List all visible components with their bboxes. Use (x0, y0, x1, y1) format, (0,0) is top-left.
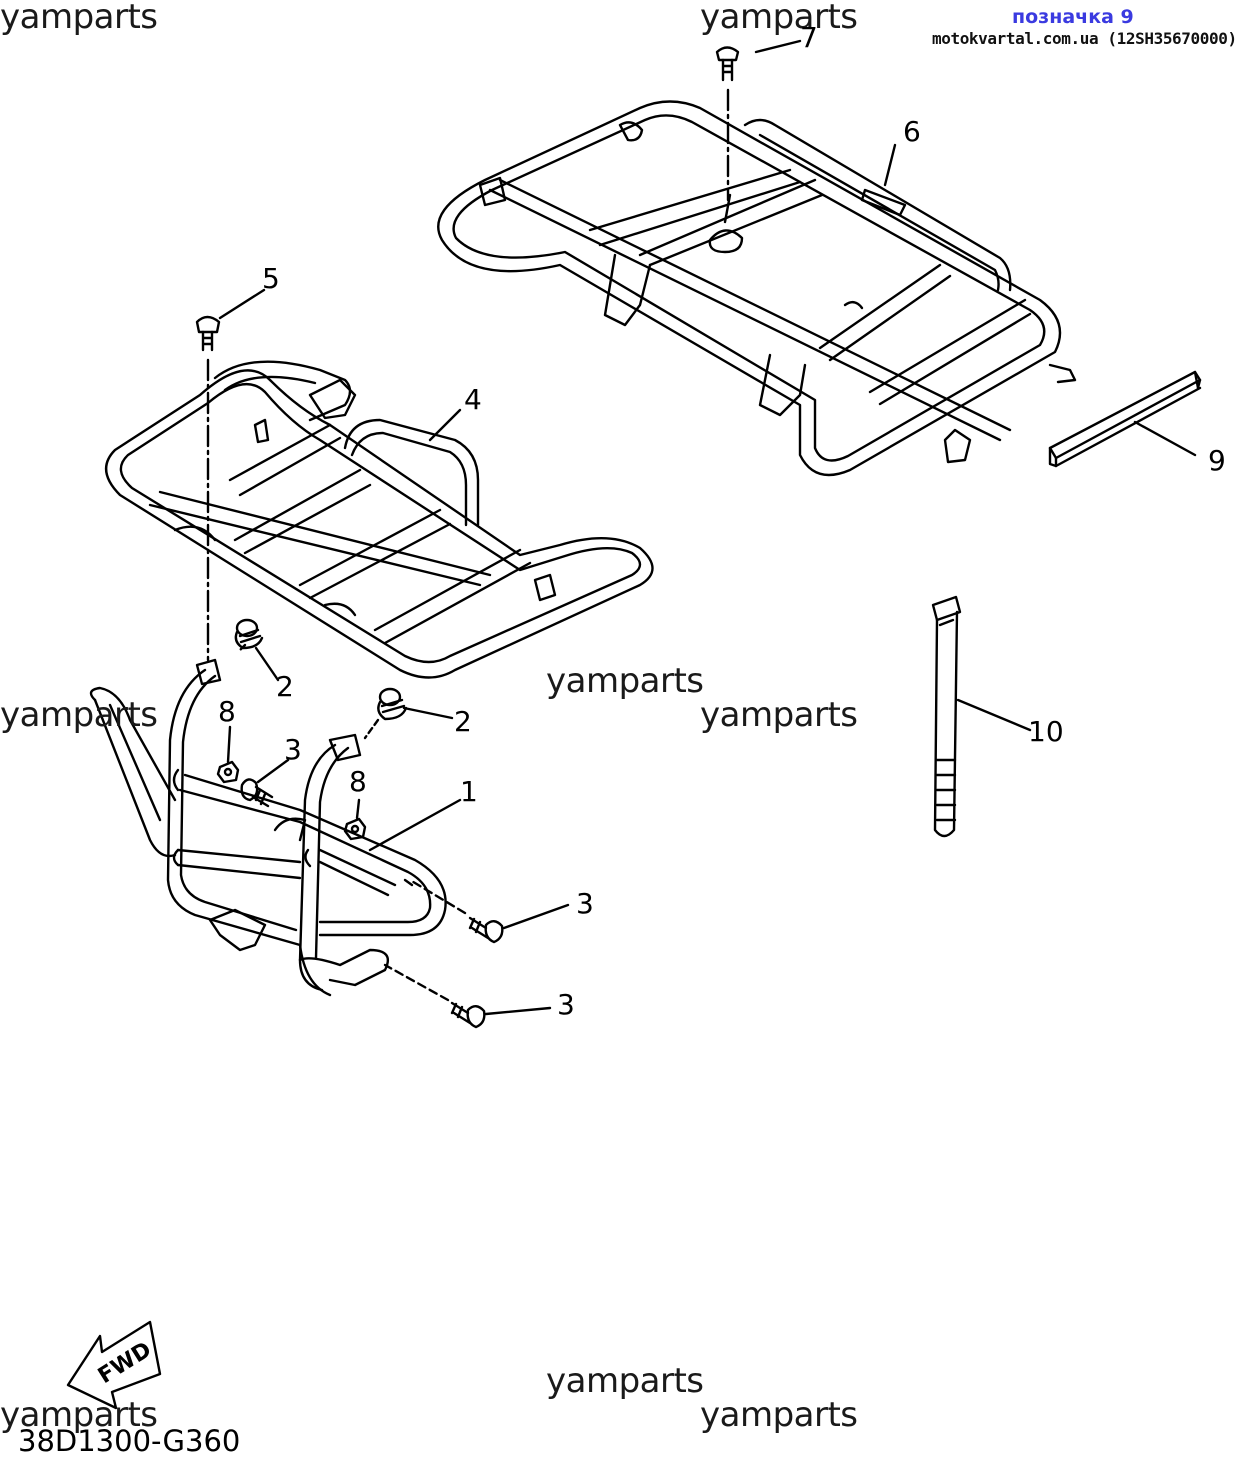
watermark: yamparts (700, 1395, 858, 1435)
callout-1: 1 (460, 775, 478, 808)
diagram-code: 38D1300-G360 (18, 1424, 241, 1458)
watermark: yamparts (546, 661, 704, 701)
fwd-label: FWD (94, 1337, 156, 1389)
bolt-part-7 (715, 46, 740, 82)
callout-8: 8 (218, 695, 236, 728)
callout-4: 4 (464, 383, 482, 416)
bolt-part-3b (468, 916, 504, 944)
watermark: yamparts (700, 0, 858, 37)
callout-8: 8 (349, 765, 367, 798)
nut-part-8a (216, 760, 240, 784)
callout-10: 10 (1028, 715, 1064, 748)
callout-7: 7 (800, 21, 818, 54)
header-title: позначка 9 (1012, 6, 1134, 28)
grommet-part-2b (377, 687, 408, 721)
front-carrier-part-4 (105, 360, 654, 679)
watermark: yamparts (0, 0, 158, 37)
header-subtitle: motokvartal.com.ua (12SH35670000) (932, 29, 1237, 48)
callout-3: 3 (576, 887, 594, 920)
trim-strip-part-9 (1048, 370, 1202, 468)
callout-2: 2 (454, 705, 472, 738)
watermark: yamparts (0, 695, 158, 735)
bolt-part-3c (450, 1001, 486, 1029)
watermark: yamparts (0, 1395, 158, 1435)
callout-5: 5 (262, 262, 280, 295)
callout-6: 6 (903, 115, 921, 148)
front-guard-part-1 (89, 658, 447, 997)
cable-tie-part-10 (931, 595, 962, 838)
fwd-arrow-icon (66, 1320, 162, 1410)
nut-part-8b (343, 817, 367, 841)
bolt-part-5 (195, 315, 221, 352)
callout-3: 3 (284, 733, 302, 766)
watermark: yamparts (546, 1361, 704, 1401)
bolt-part-3a (240, 778, 274, 808)
callout-2: 2 (276, 670, 294, 703)
grommet-part-2a (234, 618, 264, 650)
rear-carrier-part-6 (437, 100, 1077, 477)
callout-3: 3 (557, 988, 575, 1021)
callout-9: 9 (1208, 444, 1226, 477)
watermark: yamparts (700, 695, 858, 735)
